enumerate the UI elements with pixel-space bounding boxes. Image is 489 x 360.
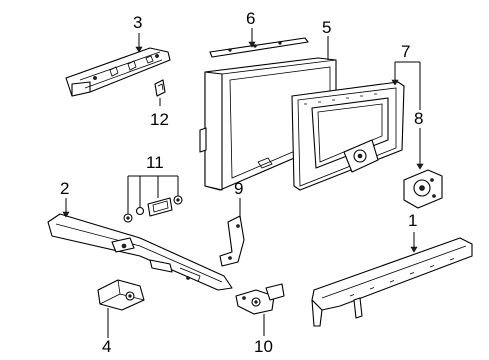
callout-3: 3 (133, 13, 142, 32)
callout-11: 11 (146, 153, 164, 172)
callout-8: 8 (414, 109, 423, 128)
part-8-latch (403, 169, 443, 209)
part-4-lower-bracket (97, 279, 145, 311)
part-3-rail-bracket (65, 47, 171, 97)
callout-12: 12 (150, 110, 169, 129)
part-6-seal-strip (209, 37, 309, 58)
callout-5: 5 (322, 18, 331, 37)
part-7-tailgate-inner (291, 81, 405, 191)
callout-9: 9 (234, 179, 243, 198)
part-2-lower-rail (47, 213, 233, 291)
part-10-hinge (235, 283, 285, 315)
callout-4: 4 (102, 337, 111, 356)
part-1-right-rail (311, 237, 473, 327)
callout-6: 6 (246, 9, 255, 28)
part-12-clip (154, 79, 166, 97)
callout-7: 7 (401, 42, 410, 61)
part-11-hardware (123, 195, 183, 223)
callout-10: 10 (254, 337, 273, 356)
part-5-tailgate-panel (199, 57, 337, 191)
callout-1: 1 (408, 211, 417, 230)
callout-2: 2 (60, 179, 69, 198)
part-9-hinge-arm (219, 215, 245, 267)
